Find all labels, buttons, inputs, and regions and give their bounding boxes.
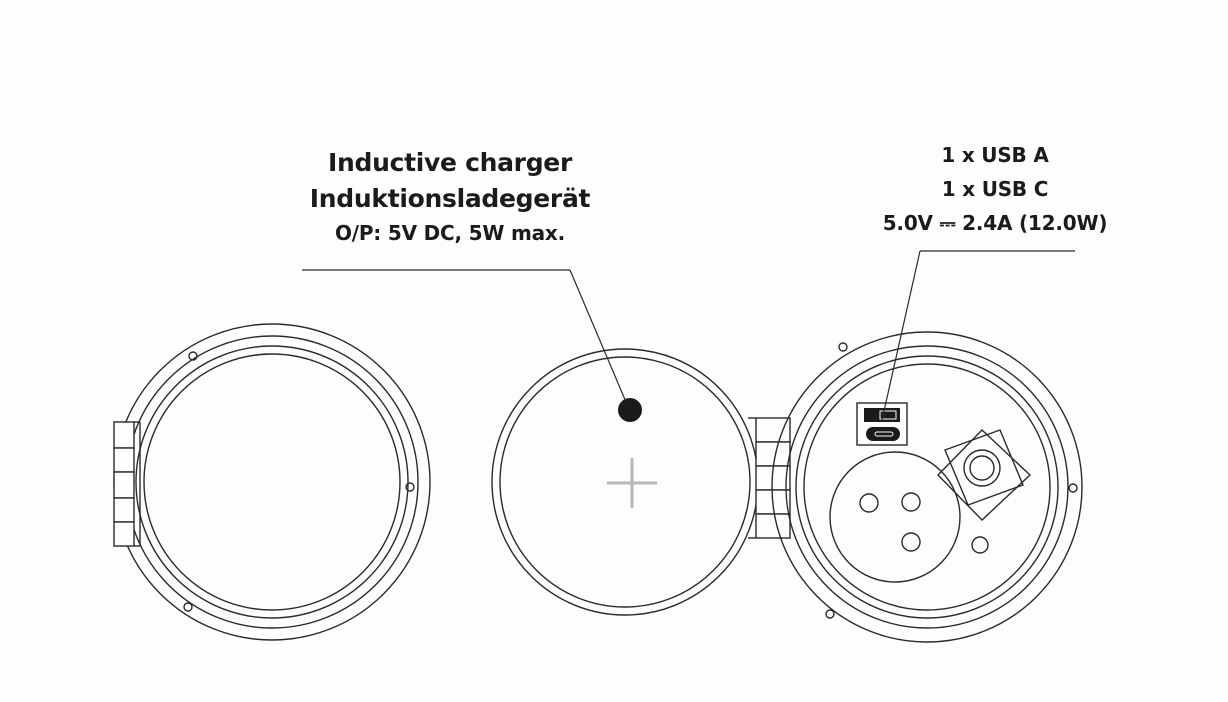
usb-label-usb-a: 1 x USB A bbox=[941, 143, 1049, 167]
socket-screw-bottom bbox=[825, 609, 835, 619]
socket-screw-top bbox=[838, 342, 848, 352]
usb-leader bbox=[881, 250, 921, 421]
usb-label: 1 x USB A 1 x USB C 5.0V ⎓ 2.4A (12.0W) bbox=[860, 138, 1130, 240]
left-outer-ring bbox=[113, 323, 431, 641]
socket-small-hole bbox=[971, 536, 989, 554]
coax-socket bbox=[937, 429, 1032, 521]
left-inner-ring-2 bbox=[143, 353, 401, 611]
socket-inner-ring bbox=[795, 355, 1059, 619]
left-hinge bbox=[113, 421, 141, 547]
charger-lid-unit bbox=[491, 348, 791, 616]
xlr-socket bbox=[829, 451, 961, 583]
usb-label-usb-c: 1 x USB C bbox=[941, 177, 1049, 201]
charger-plus-mark bbox=[607, 458, 657, 508]
socket-outer-ring bbox=[771, 331, 1083, 643]
usb-label-rating: 5.0V ⎓ 2.4A (12.0W) bbox=[882, 211, 1108, 235]
usb-a-insert bbox=[879, 410, 897, 420]
left-middle-ring bbox=[125, 335, 419, 629]
charger-label-title: Inductive charger bbox=[328, 148, 572, 177]
usb-c-insert bbox=[874, 431, 894, 437]
left-screw-right bbox=[405, 482, 415, 492]
socket-inner-ring-2 bbox=[803, 363, 1051, 611]
charger-label-title-de: Induktionsladegerät bbox=[309, 184, 591, 213]
socket-middle-ring bbox=[785, 345, 1069, 629]
charger-label: Inductive charger Induktionsladegerät O/… bbox=[300, 145, 600, 249]
middle-hinge bbox=[748, 417, 791, 539]
charger-label-output: O/P: 5V DC, 5W max. bbox=[334, 221, 566, 245]
left-screw-top bbox=[188, 351, 198, 361]
callout-lines bbox=[302, 250, 1075, 421]
charger-led-dot bbox=[618, 398, 642, 422]
charger-leader bbox=[569, 269, 627, 403]
socket-screw-right bbox=[1068, 483, 1078, 493]
left-lid-unit bbox=[113, 323, 431, 641]
charger-inner-ring bbox=[499, 356, 751, 608]
socket-panel-unit bbox=[771, 331, 1083, 643]
left-screw-bottom bbox=[183, 602, 193, 612]
usb-module bbox=[856, 402, 908, 446]
usb-c-port bbox=[866, 427, 900, 441]
usb-module-frame bbox=[856, 402, 908, 446]
left-inner-ring bbox=[135, 345, 409, 619]
